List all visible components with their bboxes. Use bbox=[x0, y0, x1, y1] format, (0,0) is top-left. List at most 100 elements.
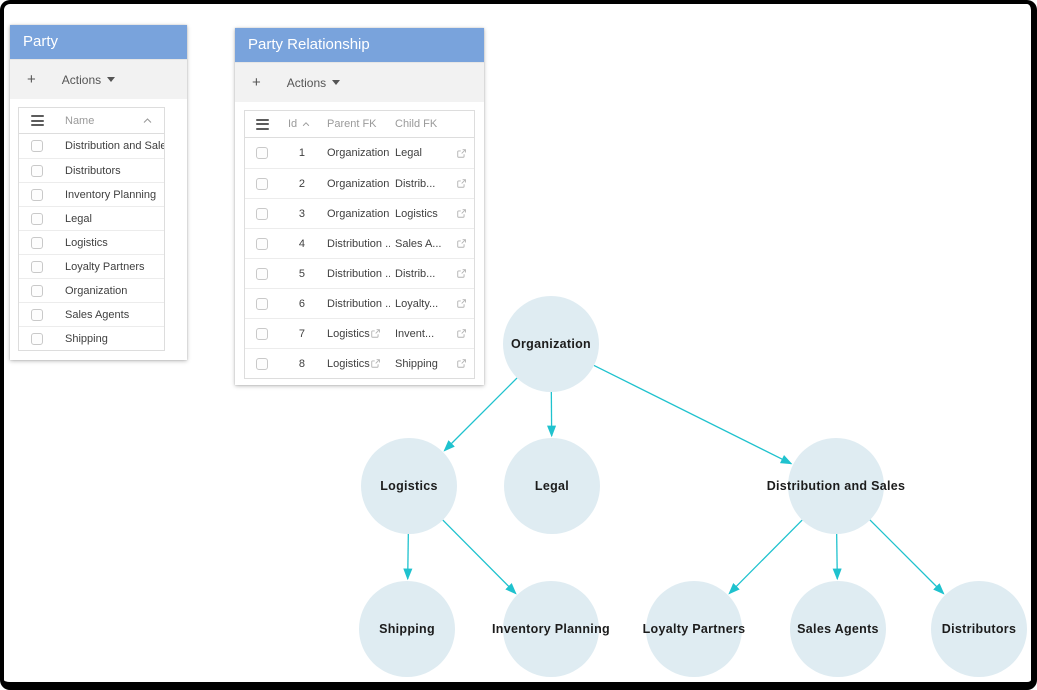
rel-row-id[interactable]: 4 bbox=[298, 237, 305, 250]
tree-node-sales-agents[interactable] bbox=[790, 581, 886, 677]
tree-node-loyalty-partners[interactable] bbox=[646, 581, 742, 677]
table-row[interactable]: 3 Organization Logistics bbox=[245, 198, 474, 228]
party-row-name[interactable]: Legal bbox=[65, 212, 92, 225]
row-checkbox[interactable] bbox=[31, 260, 43, 273]
add-record-button[interactable]: + bbox=[27, 71, 36, 88]
table-row[interactable]: 5 Distribution ... Distrib... bbox=[245, 258, 474, 288]
rel-row-parent[interactable]: Logistics bbox=[327, 357, 370, 370]
table-row[interactable]: 7 Logistics Invent... bbox=[245, 318, 474, 348]
table-row[interactable]: Distribution and Sales bbox=[19, 134, 164, 158]
rel-row-parent[interactable]: Distribution ... bbox=[327, 237, 390, 250]
list-menu-icon[interactable] bbox=[30, 115, 44, 126]
party-row-name[interactable]: Shipping bbox=[65, 332, 108, 345]
rel-row-id[interactable]: 1 bbox=[298, 147, 305, 159]
row-checkbox[interactable] bbox=[31, 308, 43, 321]
rel-row-child[interactable]: Invent... bbox=[395, 327, 435, 340]
rel-row-parent[interactable]: Organization bbox=[327, 147, 390, 159]
actions-dropdown-button[interactable]: Actions bbox=[62, 73, 116, 87]
tree-node-logistics[interactable] bbox=[361, 438, 457, 534]
table-row[interactable]: Logistics bbox=[19, 230, 164, 254]
table-row[interactable]: 6 Distribution ... Loyalty... bbox=[245, 288, 474, 318]
rel-row-child[interactable]: Distrib... bbox=[395, 267, 436, 280]
party-row-name[interactable]: Distribution and Sales bbox=[65, 140, 164, 152]
tree-edge-distribution-and-sales-to-loyalty-partners bbox=[728, 519, 803, 595]
row-checkbox[interactable] bbox=[256, 327, 268, 340]
table-row[interactable]: Loyalty Partners bbox=[19, 254, 164, 278]
rel-row-child[interactable]: Legal bbox=[395, 147, 422, 159]
add-record-button[interactable]: + bbox=[252, 74, 261, 91]
row-checkbox[interactable] bbox=[256, 297, 268, 310]
party-row-name[interactable]: Sales Agents bbox=[65, 308, 130, 321]
row-checkbox[interactable] bbox=[31, 140, 43, 152]
row-checkbox[interactable] bbox=[31, 212, 43, 225]
rel-row-id[interactable]: 6 bbox=[298, 297, 305, 310]
row-checkbox[interactable] bbox=[256, 237, 268, 250]
rel-row-parent[interactable]: Organization bbox=[327, 177, 390, 190]
actions-dropdown-button[interactable]: Actions bbox=[287, 76, 341, 90]
external-link-icon[interactable] bbox=[370, 328, 381, 339]
tree-node-legal[interactable] bbox=[504, 438, 600, 534]
rel-row-parent[interactable]: Logistics bbox=[327, 327, 370, 340]
rel-row-parent[interactable]: Distribution ... bbox=[327, 297, 390, 310]
external-link-icon[interactable] bbox=[456, 178, 467, 189]
rel-row-parent[interactable]: Organization bbox=[327, 207, 390, 220]
tree-node-organization[interactable] bbox=[503, 296, 599, 392]
row-checkbox[interactable] bbox=[31, 236, 43, 249]
external-link-icon[interactable] bbox=[456, 268, 467, 279]
party-row-name[interactable]: Logistics bbox=[65, 236, 108, 249]
row-checkbox[interactable] bbox=[31, 284, 43, 297]
tree-node-inventory-planning[interactable] bbox=[503, 581, 599, 677]
party-row-name[interactable]: Organization bbox=[65, 284, 128, 297]
external-link-icon[interactable] bbox=[456, 298, 467, 309]
row-checkbox[interactable] bbox=[31, 332, 43, 345]
rel-row-child[interactable]: Loyalty... bbox=[395, 297, 439, 310]
row-checkbox[interactable] bbox=[256, 177, 268, 190]
party-row-name[interactable]: Inventory Planning bbox=[65, 188, 157, 201]
table-row[interactable]: Legal bbox=[19, 206, 164, 230]
child-fk-column-header[interactable]: Child FK bbox=[395, 118, 438, 130]
tree-node-label-distribution-and-sales: Distribution and Sales bbox=[767, 479, 906, 493]
parent-fk-column-header[interactable]: Parent FK bbox=[327, 118, 377, 130]
name-column-header[interactable]: Name bbox=[65, 114, 95, 127]
external-link-icon[interactable] bbox=[370, 358, 381, 369]
row-checkbox[interactable] bbox=[31, 164, 43, 177]
rel-row-id[interactable]: 8 bbox=[298, 357, 305, 370]
table-row[interactable]: 1 Organization Legal bbox=[245, 138, 474, 168]
row-checkbox[interactable] bbox=[256, 207, 268, 220]
external-link-icon[interactable] bbox=[456, 148, 467, 159]
table-row[interactable]: Inventory Planning bbox=[19, 182, 164, 206]
table-row[interactable]: Distributors bbox=[19, 158, 164, 182]
rel-row-child[interactable]: Shipping bbox=[395, 357, 438, 370]
external-link-icon[interactable] bbox=[456, 358, 467, 369]
table-row[interactable]: Shipping bbox=[19, 326, 164, 350]
rel-row-child[interactable]: Sales A... bbox=[395, 237, 442, 250]
external-link-icon[interactable] bbox=[456, 238, 467, 249]
rel-row-id[interactable]: 5 bbox=[298, 267, 305, 280]
table-row[interactable]: Organization bbox=[19, 278, 164, 302]
table-row[interactable]: 8 Logistics Shipping bbox=[245, 348, 474, 378]
table-row[interactable]: 2 Organization Distrib... bbox=[245, 168, 474, 198]
external-link-icon[interactable] bbox=[456, 208, 467, 219]
rel-row-parent[interactable]: Distribution ... bbox=[327, 267, 390, 280]
tree-edge-distribution-and-sales-to-distributors bbox=[869, 519, 945, 595]
row-checkbox[interactable] bbox=[256, 357, 268, 370]
id-column-header[interactable]: Id bbox=[288, 118, 298, 130]
caret-down-icon bbox=[332, 80, 341, 85]
party-row-name[interactable]: Distributors bbox=[65, 164, 121, 177]
rel-row-id[interactable]: 3 bbox=[298, 207, 305, 220]
table-row[interactable]: Sales Agents bbox=[19, 302, 164, 326]
row-checkbox[interactable] bbox=[256, 267, 268, 280]
rel-row-child[interactable]: Logistics bbox=[395, 207, 438, 220]
list-menu-icon[interactable] bbox=[255, 118, 269, 130]
row-checkbox[interactable] bbox=[31, 188, 43, 201]
rel-row-child[interactable]: Distrib... bbox=[395, 177, 436, 190]
party-row-name[interactable]: Loyalty Partners bbox=[65, 260, 145, 273]
tree-node-shipping[interactable] bbox=[359, 581, 455, 677]
tree-node-distributors[interactable] bbox=[931, 581, 1027, 677]
row-checkbox[interactable] bbox=[256, 147, 268, 159]
rel-row-id[interactable]: 7 bbox=[298, 327, 305, 340]
rel-row-id[interactable]: 2 bbox=[298, 177, 305, 190]
tree-node-distribution-and-sales[interactable] bbox=[788, 438, 884, 534]
external-link-icon[interactable] bbox=[456, 328, 467, 339]
table-row[interactable]: 4 Distribution ... Sales A... bbox=[245, 228, 474, 258]
